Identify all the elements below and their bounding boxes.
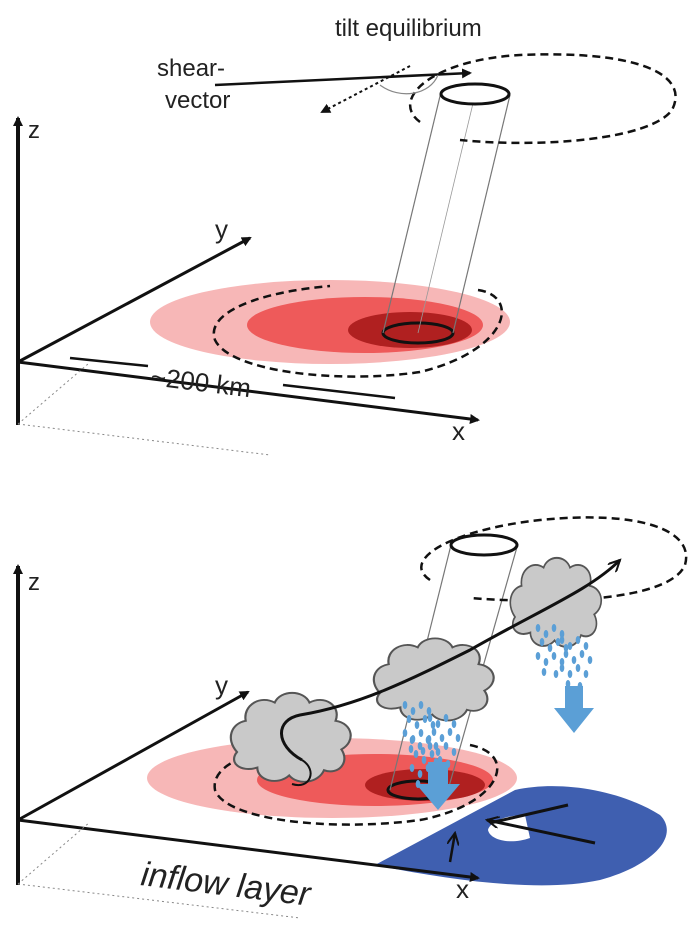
x-axis <box>17 360 480 424</box>
downdraft-arrow-middle <box>416 762 460 810</box>
inflow-arrow-2 <box>489 803 569 825</box>
upper-vortex-ring <box>439 82 511 106</box>
cloud-middle <box>372 637 495 810</box>
x-axis-label: x <box>452 416 465 446</box>
tilt-equilibrium-label: tilt equilibrium <box>335 15 482 42</box>
inflow-arrow-3 <box>450 833 455 863</box>
downdraft-arrow-right <box>554 686 594 733</box>
low-level-dashed-circle <box>212 284 504 378</box>
z-axis-label: z <box>28 117 40 144</box>
y-axis <box>17 690 250 822</box>
vortex-column-center <box>417 94 476 334</box>
top-panel: tilt equilibrium shear- vector z y x ~20… <box>13 15 677 456</box>
inflow-layer-label: inflow layer <box>139 855 314 914</box>
x-axis <box>17 818 480 882</box>
helical-trajectory-arrow <box>280 560 620 762</box>
floor-guide-dotted-1 <box>17 363 89 425</box>
shear-label-line1: shear- <box>157 55 225 82</box>
trajectory-tail-loop <box>291 759 312 787</box>
cloud-left <box>229 691 352 783</box>
vortex-column-left-edge <box>382 91 442 334</box>
floor-guide-dotted-1 <box>17 821 91 885</box>
floor-guide-dotted-2 <box>17 883 301 919</box>
vortex-column-right-edge <box>452 94 511 334</box>
tilt-equilibrium-angle-arc <box>379 74 439 95</box>
tilt-direction-arrow <box>320 65 411 113</box>
inflow-arrow-1 <box>487 820 596 845</box>
scale-bar-left <box>69 356 149 368</box>
upper-level-dashed-circle <box>408 53 677 145</box>
y-axis <box>17 236 252 364</box>
scale-bar-right <box>282 383 396 400</box>
upper-vortex-ring <box>449 533 519 557</box>
y-axis-label: y <box>215 214 228 244</box>
floor-guide-dotted-2 <box>17 423 271 456</box>
bottom-panel: z y x inflow layer <box>13 516 688 919</box>
scale-label: ~200 km <box>149 361 252 403</box>
cloud-right <box>509 556 603 733</box>
x-axis-label: x <box>456 874 469 904</box>
inflow-layer-sector <box>375 786 667 886</box>
y-axis-label: y <box>215 670 228 700</box>
shear-vector-arrow <box>214 68 472 87</box>
z-axis-label: z <box>28 569 40 596</box>
shear-label-line2: vector <box>165 87 230 114</box>
